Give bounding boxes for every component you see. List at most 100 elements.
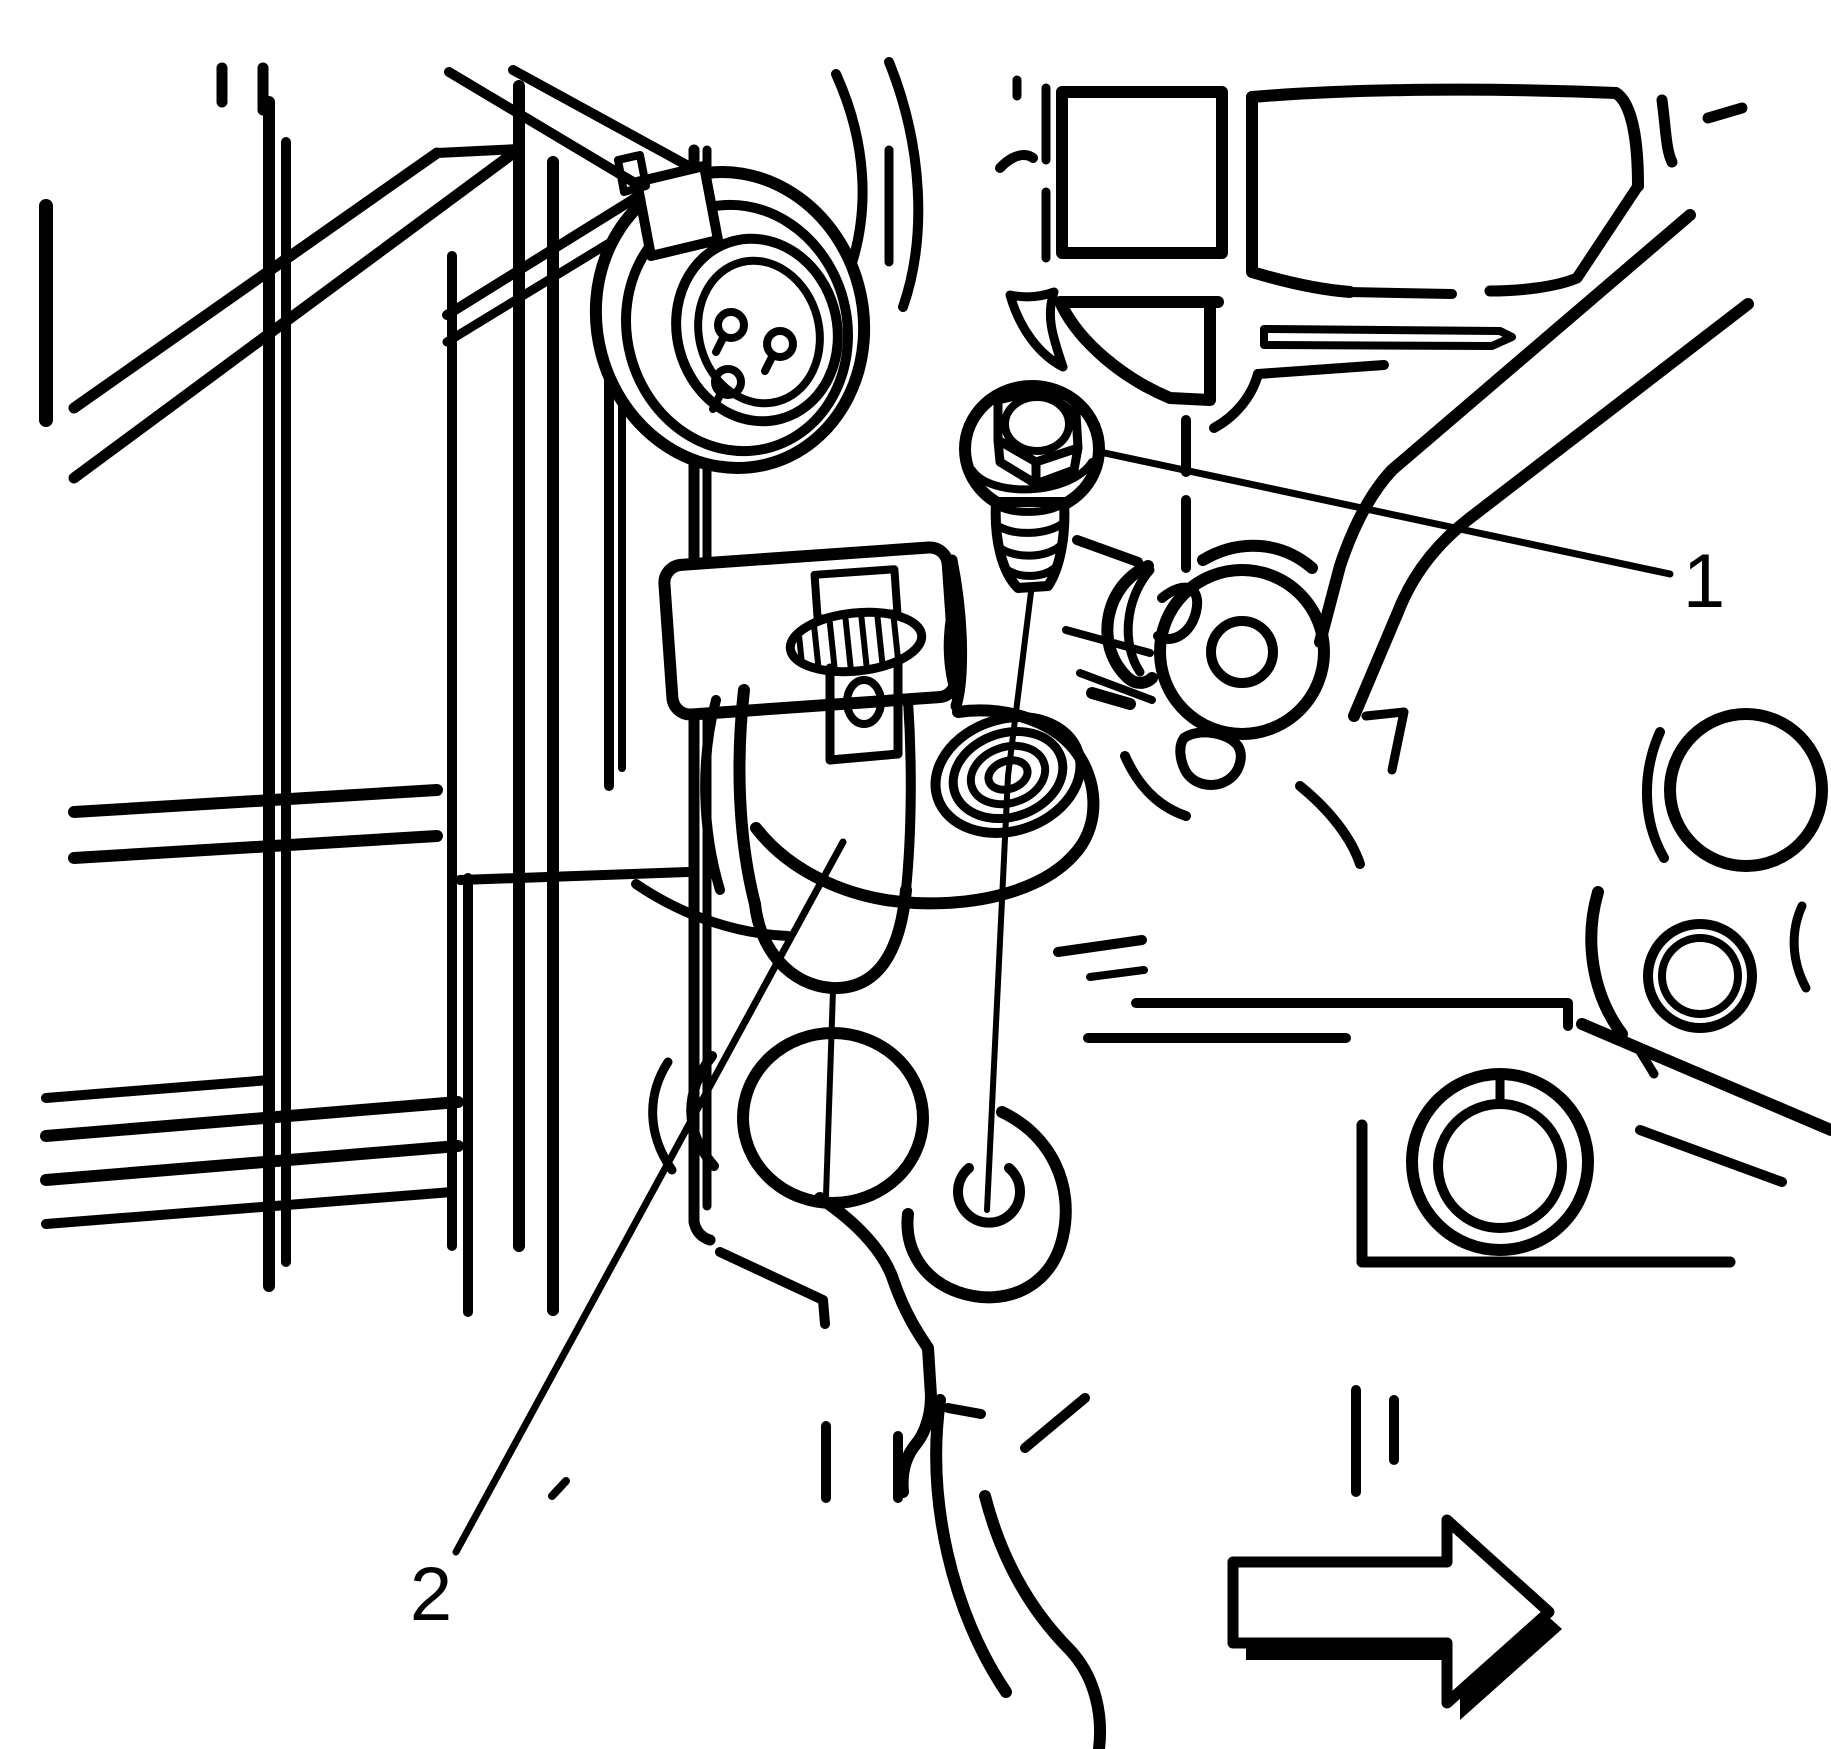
frame-rail bbox=[1314, 209, 1696, 648]
engine-lower-contours bbox=[715, 1106, 1399, 1749]
contour-line bbox=[1585, 886, 1628, 1040]
connector-socket-outer bbox=[671, 233, 843, 427]
contour-line bbox=[688, 144, 716, 1246]
contour-hook bbox=[1005, 287, 1068, 372]
ring-boss bbox=[1643, 919, 1757, 1033]
right-arrow-icon bbox=[1227, 1514, 1555, 1709]
contour-line bbox=[455, 867, 693, 885]
hatch-lines bbox=[794, 606, 902, 678]
bore-chamfer-arc bbox=[686, 1051, 719, 1171]
direction-arrow bbox=[1227, 1514, 1562, 1720]
connector-pin-stem bbox=[712, 332, 728, 356]
contour-line bbox=[1295, 781, 1365, 869]
bolt-hex-facets bbox=[993, 435, 1083, 489]
sensor-body-edge bbox=[733, 684, 761, 910]
contour-dash bbox=[943, 1403, 986, 1419]
sensor-axis-line bbox=[823, 987, 836, 1199]
panel-edge bbox=[1246, 83, 1644, 192]
panel-edge bbox=[1343, 287, 1457, 299]
connector-clip bbox=[614, 151, 650, 196]
position-sensor bbox=[631, 541, 1100, 1209]
contour-line bbox=[1656, 94, 1678, 168]
contour-line bbox=[1789, 901, 1811, 993]
hatch-dash bbox=[1053, 935, 1147, 957]
contour-line bbox=[930, 1394, 1012, 1698]
contour-line bbox=[814, 1192, 937, 1498]
triangle-hole bbox=[1175, 727, 1246, 790]
connector-pin bbox=[711, 365, 745, 399]
contour-line bbox=[715, 1247, 830, 1329]
bolt-thread bbox=[992, 499, 1068, 516]
pan-corner-line bbox=[1356, 1119, 1736, 1268]
contour-line bbox=[548, 1477, 570, 1500]
retaining-bolt bbox=[953, 150, 1105, 1228]
sensor-flange-plate bbox=[750, 704, 1100, 910]
hole-ring bbox=[966, 741, 1050, 809]
sensor-body-edge bbox=[901, 695, 916, 895]
panel-edge bbox=[1484, 180, 1644, 297]
hole-ring bbox=[984, 756, 1032, 794]
hatch-dash bbox=[1076, 669, 1156, 704]
frame-rail bbox=[1348, 298, 1754, 722]
contour-line bbox=[68, 147, 443, 414]
hole-ring bbox=[948, 726, 1068, 824]
bracket-lower bbox=[1056, 300, 1216, 406]
hatch-dash bbox=[1086, 687, 1136, 710]
callouts: 1 2 bbox=[410, 448, 1725, 1637]
contour-line bbox=[901, 1106, 1072, 1304]
crescent-arc bbox=[1101, 560, 1158, 689]
connector-mount-tab bbox=[632, 161, 723, 261]
contour-line bbox=[41, 1075, 275, 1103]
contour-line bbox=[1120, 751, 1191, 821]
contour-line bbox=[979, 1490, 1107, 1749]
bore-chamfer-arc bbox=[648, 1057, 677, 1175]
ledge-line bbox=[1131, 998, 1573, 1031]
contour-line bbox=[884, 57, 924, 312]
hatch-dash bbox=[1072, 535, 1143, 567]
horn-mark bbox=[1153, 582, 1203, 644]
engine-upper-structures bbox=[1012, 75, 1831, 1268]
bolt-thread bbox=[994, 520, 1066, 537]
boss-eyebrow-arc bbox=[1197, 539, 1318, 574]
bracket-box bbox=[1056, 86, 1228, 259]
frame-left-structure bbox=[39, 62, 693, 1500]
connector-socket-inner bbox=[694, 256, 824, 408]
connector-pin bbox=[714, 308, 748, 342]
contour-line bbox=[432, 144, 524, 158]
contour-line bbox=[995, 150, 1038, 173]
sensor-terminal-oval bbox=[785, 607, 927, 677]
connector-pin-stem bbox=[761, 351, 777, 375]
sensor-terminal-hatch bbox=[794, 606, 902, 678]
harness-line bbox=[442, 187, 650, 320]
bolt-thread bbox=[1002, 563, 1060, 580]
bolt-hole-in-block bbox=[953, 1163, 1025, 1228]
mount-boss bbox=[1154, 564, 1330, 740]
bolt-thread bbox=[996, 542, 1064, 560]
sensor-boss-line bbox=[844, 697, 884, 710]
contour-line bbox=[41, 1187, 457, 1229]
crescent-arc bbox=[1123, 565, 1155, 677]
connector-pin bbox=[763, 327, 797, 361]
connector-pin-stem bbox=[709, 389, 725, 413]
callout-2-label: 2 bbox=[410, 1552, 452, 1637]
ring-boss-inner bbox=[1658, 934, 1742, 1018]
sensor-boss bbox=[825, 657, 903, 765]
contour-line bbox=[943, 590, 963, 705]
seven-mark bbox=[1361, 707, 1409, 775]
contour-line bbox=[1209, 369, 1263, 433]
contour-line bbox=[1576, 1018, 1831, 1136]
callout-1-label: 1 bbox=[1683, 539, 1725, 624]
contour-line bbox=[40, 1140, 464, 1186]
block-hole bbox=[1664, 708, 1828, 872]
callout-2-leader bbox=[452, 838, 847, 1556]
sensor-flange-gasket bbox=[631, 879, 793, 941]
bolt-axis-line bbox=[984, 589, 1034, 1213]
contour-dash bbox=[1020, 1393, 1090, 1453]
panel-edge bbox=[1246, 91, 1356, 298]
contour-line bbox=[1253, 360, 1389, 379]
callout-1-leader bbox=[1096, 448, 1674, 578]
bolt-flange-underside bbox=[968, 458, 1096, 494]
contour-line bbox=[1702, 102, 1748, 124]
